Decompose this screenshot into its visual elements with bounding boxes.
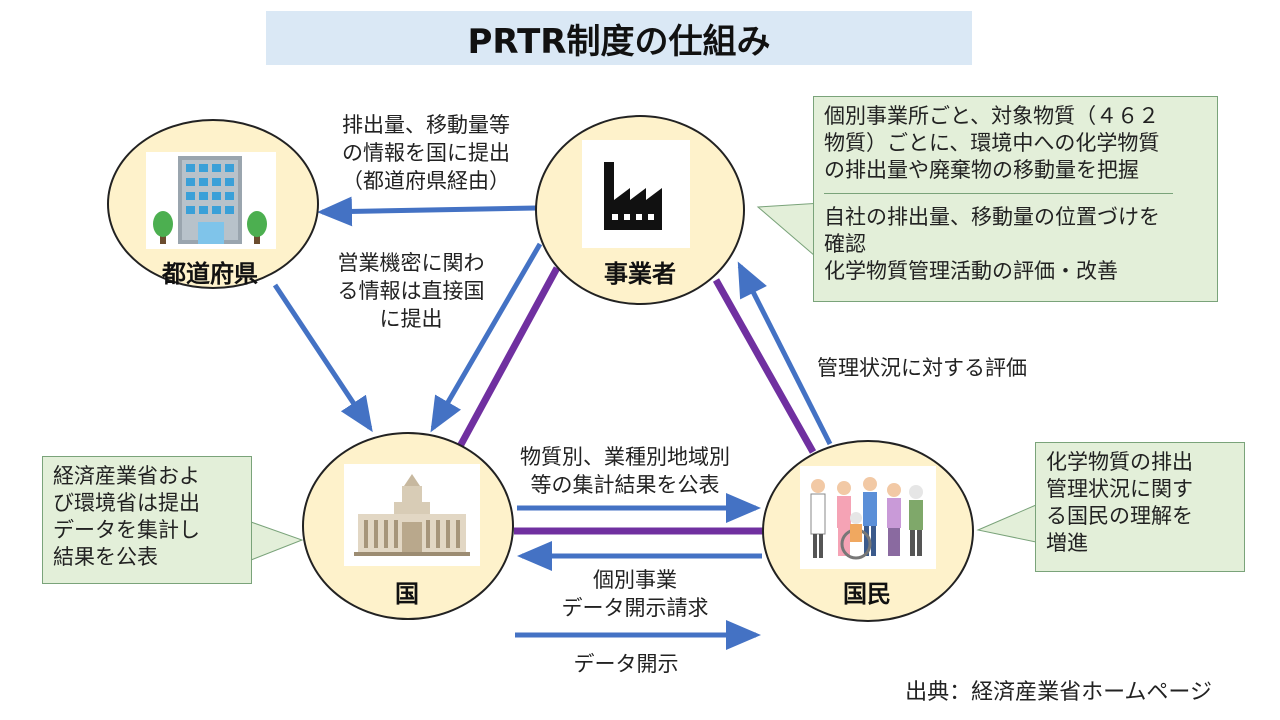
citizens-note-line-2: 管理状況に関す	[1046, 477, 1193, 501]
prefecture-label: 都道府県	[162, 260, 258, 288]
citizens-note-line-1: 化学物質の排出	[1046, 450, 1193, 474]
arrow-prefecture-to-country	[272, 283, 373, 433]
business-note-top-line-2: 物質）ごとに、環境中への化学物質	[824, 131, 1160, 155]
flow-report-line-3: （都道府県経由）	[342, 169, 510, 193]
business-note: 個別事業所ごと、対象物質（４６２ 物質）ごとに、環境中への化学物質 の排出量や廃…	[813, 96, 1218, 302]
flow-publish-line-1: 物質別、業種別地域別	[520, 445, 730, 469]
flow-secret-line-1: 営業機密に関わ	[337, 251, 485, 275]
flow-evaluation-text: 管理状況に対する評価	[817, 356, 1027, 380]
flow-request-line-2: データ開示請求	[561, 596, 709, 620]
business-note-divider	[824, 193, 1173, 194]
business-note-bottom-line-2: 確認	[824, 232, 866, 256]
factory-icon	[582, 140, 690, 248]
citizens-note: 化学物質の排出 管理状況に関す る国民の理解を 増進	[1035, 442, 1245, 572]
country-note-line-1: 経済産業省およ	[53, 464, 200, 488]
source-credit: 出典：経済産業省ホームページ	[905, 680, 1212, 705]
flow-report-line-1: 排出量、移動量等	[342, 113, 510, 137]
country-note: 経済産業省およ び環境省は提出 データを集計し 結果を公表	[42, 456, 252, 584]
page-title: PRTR制度の仕組み	[266, 11, 972, 65]
callout-tail-country	[250, 521, 304, 561]
business-note-top-line-1: 個別事業所ごと、対象物質（４６２	[824, 104, 1160, 128]
citizens-note-line-4: 増進	[1046, 531, 1088, 555]
business-note-top-line-3: の排出量や廃棄物の移動量を把握	[824, 158, 1139, 182]
flow-publish-line-2: 等の集計結果を公表	[530, 473, 720, 497]
flow-disclose-text: データ開示	[573, 652, 679, 676]
country-note-line-2: び環境省は提出	[53, 491, 200, 515]
business-note-bottom-line-1: 自社の排出量、移動量の位置づけを	[824, 205, 1160, 229]
flow-secret-line-3: に提出	[379, 307, 443, 331]
purple-line-business-citizens	[712, 278, 817, 454]
flow-report-line-2: の情報を国に提出	[342, 141, 510, 165]
business-label: 事業者	[604, 260, 676, 288]
business-note-bottom-line-3: 化学物質管理活動の評価・改善	[824, 259, 1118, 283]
flow-secret-line-2: る情報は直接国	[337, 279, 485, 303]
arrow-citizens-to-business	[737, 261, 833, 446]
flow-secret-text: 営業機密に関わ る情報は直接国 に提出	[316, 249, 506, 333]
flow-report-text: 排出量、移動量等 の情報を国に提出 （都道府県経由）	[315, 111, 537, 195]
purple-line-business-country	[454, 266, 561, 452]
people-group-icon	[800, 466, 936, 569]
country-note-line-3: データを集計し	[53, 518, 200, 542]
arrow-business-to-country	[430, 242, 543, 433]
flow-publish-text: 物質別、業種別地域別 等の集計結果を公表	[494, 443, 756, 499]
arrow-business-to-prefecture	[317, 196, 537, 227]
office-building-icon	[146, 152, 276, 249]
flow-request-text: 個別事業 データ開示請求	[526, 566, 744, 622]
flow-request-line-1: 個別事業	[593, 568, 677, 592]
citizens-note-line-3: る国民の理解を	[1046, 504, 1193, 528]
citizens-label: 国民	[843, 580, 891, 608]
callout-tail-citizens	[976, 504, 1037, 543]
country-note-line-4: 結果を公表	[53, 545, 158, 569]
diet-building-icon	[344, 464, 480, 566]
country-label: 国	[395, 580, 419, 608]
